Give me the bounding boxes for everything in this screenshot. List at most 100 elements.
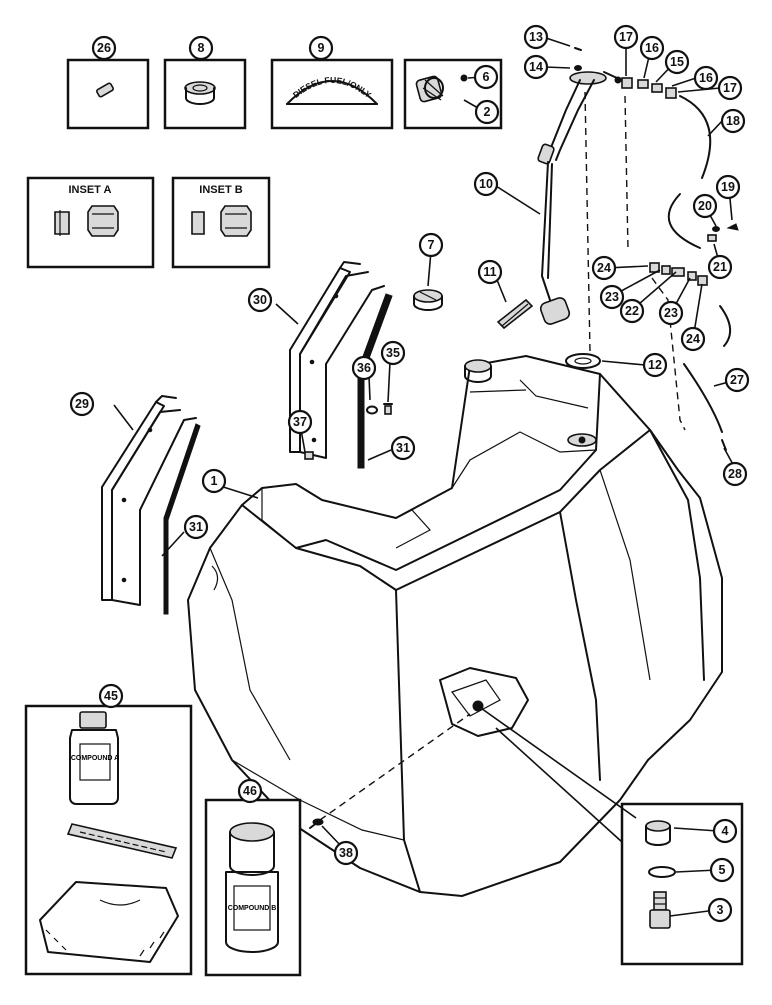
callout-2: 2 [474,99,500,125]
svg-text:46: 46 [243,784,257,798]
svg-text:14: 14 [529,60,543,74]
inset-b-fitting-icon [191,205,252,237]
svg-text:19: 19 [721,180,735,194]
callout-27: 27 [724,367,750,393]
svg-text:11: 11 [483,265,496,279]
svg-text:31: 31 [396,441,410,455]
strap-pad-31-lower [163,423,201,615]
callout-10: 10 [473,171,499,197]
callout-14: 14 [523,54,549,80]
callout-38: 38 [333,840,359,866]
part-box-26 [66,58,150,130]
clamp-icon-19-20-21 [707,223,739,242]
screw-dash-leader [319,713,471,821]
fuel-hose-27-upper [719,305,731,347]
callout-29: 29 [69,391,95,417]
compound-bottle-icon: COMPOUND A [69,711,119,805]
bolt-icon-35 [383,403,393,415]
callout-17b: 17 [717,75,743,101]
clip-icon-28 [721,439,727,451]
callout-45: 45 [98,683,124,709]
svg-text:38: 38 [339,846,353,860]
gasket-icon-12 [565,353,601,369]
line-dash-1 [624,95,629,251]
fuel-hose-18-lower [667,193,701,249]
svg-text:23: 23 [664,306,678,320]
part-box-9 [270,58,394,130]
callout-31-lower: 31 [183,514,209,540]
svg-text:29: 29 [75,397,89,411]
callout-28: 28 [722,461,748,487]
callout-24b: 24 [680,326,706,352]
callout-19: 19 [715,174,741,200]
tube-label: COMPOUND B [228,905,277,912]
svg-text:8: 8 [198,41,205,55]
svg-text:4: 4 [722,824,729,838]
callout-6: 6 [473,64,499,90]
fitting-set-15-16-17 [621,77,677,99]
washer-icon-14 [574,65,582,71]
svg-text:20: 20 [698,199,712,213]
callout-30: 30 [247,287,273,313]
strap-pad-31-upper [357,293,393,469]
callout-5: 5 [709,857,735,883]
callout-13: 13 [523,24,549,50]
tank-strap-29 [101,395,197,606]
svg-text:15: 15 [670,55,684,69]
callout-24: 24 [591,255,617,281]
drain-leader-1 [477,705,637,819]
inset-b-title: INSET B [199,184,242,196]
drain-plug-icon-4 [645,820,671,846]
callout-15: 15 [664,49,690,75]
drain-plug-icon-7 [413,289,443,311]
washer-icon-5 [648,866,676,878]
screw-icon-13 [574,47,582,51]
callout-20: 20 [692,193,718,219]
svg-text:13: 13 [529,30,543,44]
svg-text:2: 2 [484,105,491,119]
callout-21: 21 [707,254,733,280]
line-dash-2 [651,277,686,431]
adapter-icon-3 [649,891,671,929]
svg-text:12: 12 [648,358,662,372]
callout-1: 1 [201,468,227,494]
callout-35: 35 [380,340,406,366]
inset-a-title: INSET A [69,184,112,196]
svg-text:24: 24 [597,261,611,275]
callout-9: 9 [308,35,334,61]
callout-22: 22 [619,298,645,324]
callout-26: 26 [91,35,117,61]
svg-text:22: 22 [625,304,639,318]
callout-46: 46 [237,778,263,804]
svg-text:3: 3 [717,903,724,917]
svg-text:30: 30 [253,293,267,307]
callout-11: 11 [477,259,503,285]
cloth-packet-icon [39,881,179,963]
svg-text:16: 16 [645,41,659,55]
callout-7: 7 [418,232,444,258]
svg-text:7: 7 [428,238,435,252]
fuel-hose-27-lower [683,363,723,433]
svg-text:5: 5 [719,863,726,877]
compound-tube-icon: COMPOUND B [225,822,279,953]
svg-text:17: 17 [619,30,633,44]
svg-text:45: 45 [104,689,118,703]
svg-text:18: 18 [726,114,740,128]
callout-36: 36 [351,355,377,381]
svg-text:23: 23 [605,290,619,304]
applicator-strip-icon [66,823,178,859]
svg-text:35: 35 [386,346,400,360]
washer-icon-36 [366,405,378,415]
svg-text:36: 36 [357,361,371,375]
callout-31-upper: 31 [390,435,416,461]
svg-text:28: 28 [728,467,742,481]
screw-icon-38 [309,818,324,829]
plug-icon [184,81,216,105]
nut-icon-37 [304,451,314,460]
svg-text:10: 10 [479,177,493,191]
callout-17: 17 [613,24,639,50]
svg-text:26: 26 [97,41,111,55]
svg-text:16: 16 [699,71,713,85]
callout-16b: 16 [693,65,719,91]
